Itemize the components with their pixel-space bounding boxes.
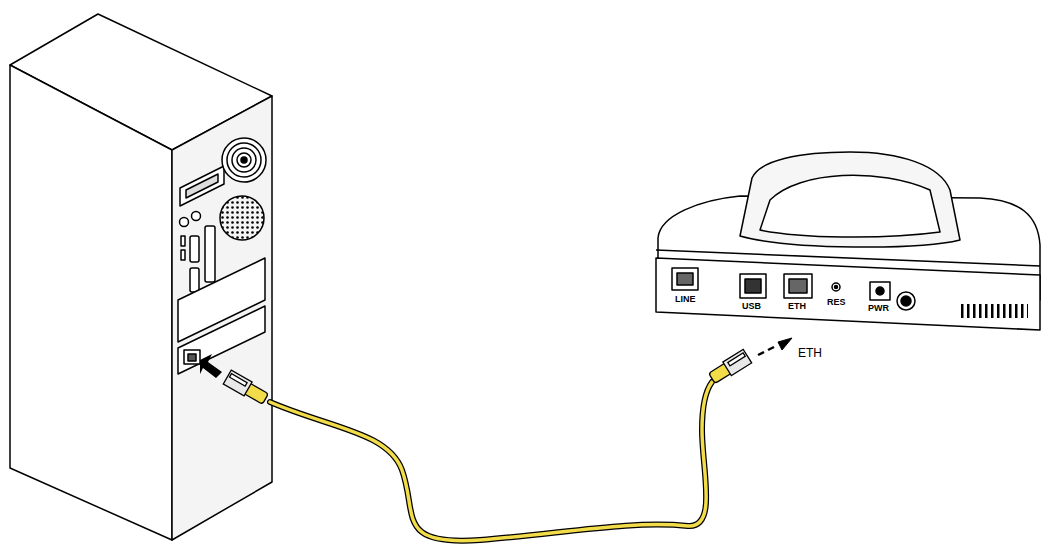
insert-arrow <box>200 354 222 378</box>
port-label: RES <box>827 298 846 307</box>
pc-tower <box>10 14 272 540</box>
port-label: USB <box>742 302 761 311</box>
rj45-plug <box>223 370 269 406</box>
port-label: ETH <box>788 302 806 311</box>
insert-arrow <box>758 338 792 355</box>
ethernet-cable <box>270 382 712 541</box>
callout-label: ETH <box>798 347 822 359</box>
rj45-plug <box>708 349 752 385</box>
modem-device <box>656 152 1040 330</box>
port-label: LINE <box>675 295 696 304</box>
port-label: PWR <box>868 304 889 313</box>
